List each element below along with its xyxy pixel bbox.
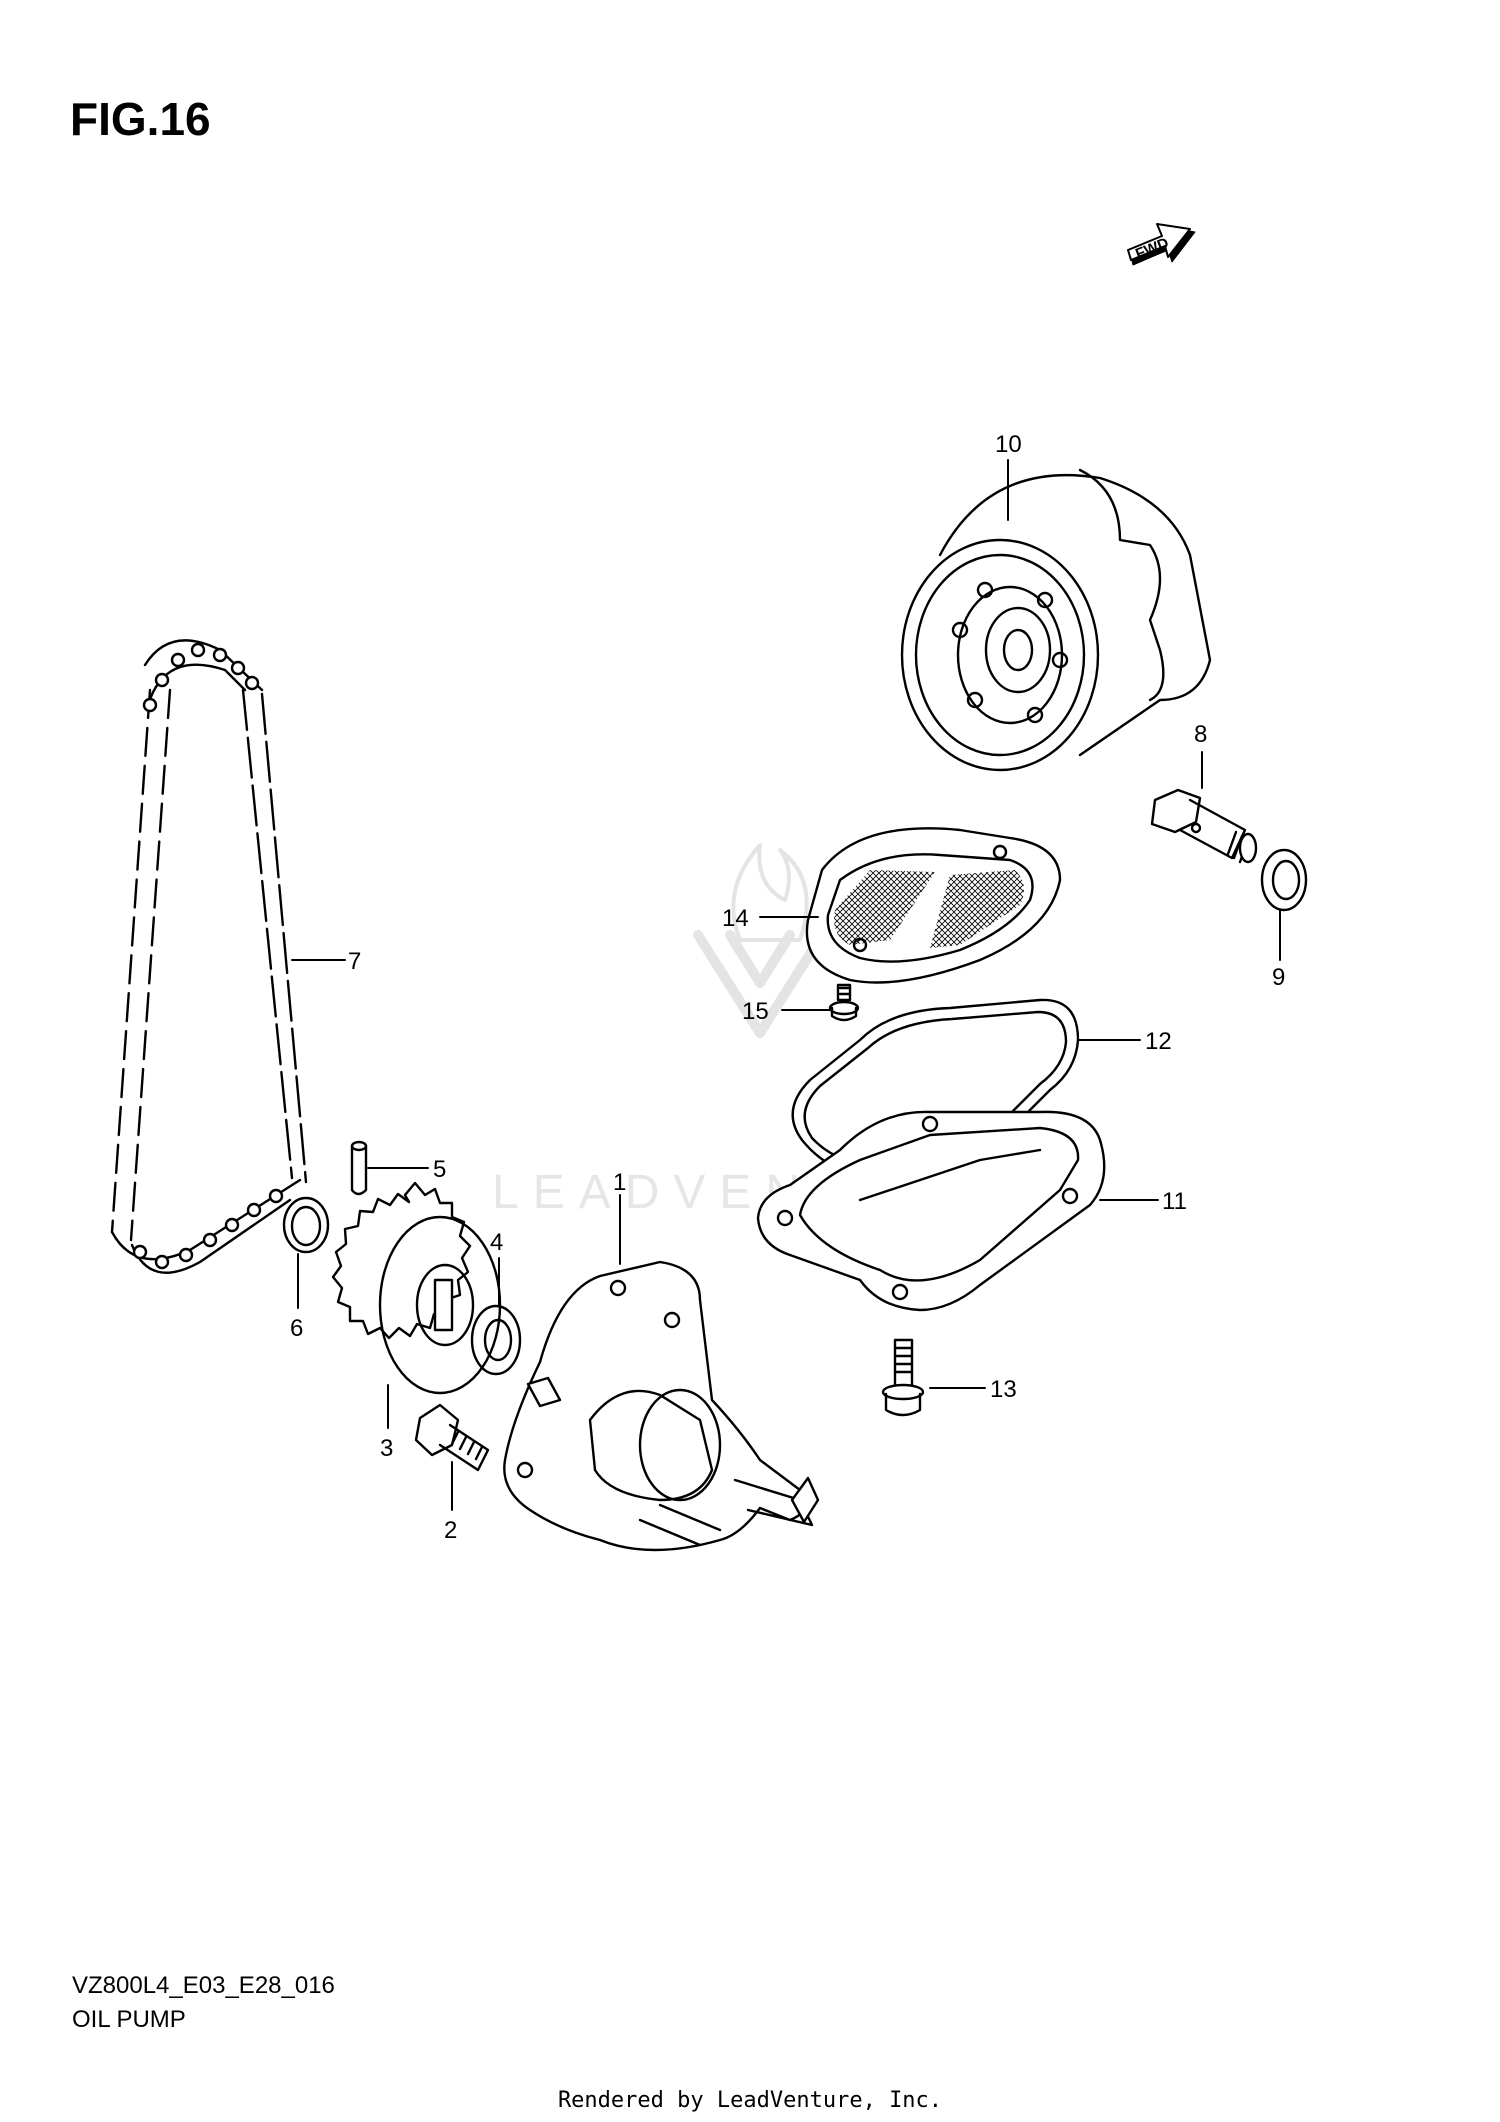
- callout-8: 8: [1194, 721, 1207, 748]
- callout-11: 11: [1162, 1188, 1187, 1215]
- callout-6: 6: [290, 1315, 303, 1342]
- callout-1: 1: [613, 1169, 626, 1196]
- washer-part: [470, 1304, 522, 1376]
- strainer-cover-part: [756, 1110, 1106, 1312]
- callout-15: 15: [742, 998, 769, 1025]
- chain-part: [110, 639, 308, 1274]
- oil-filter-part: [900, 468, 1212, 772]
- callout-2: 2: [444, 1517, 457, 1544]
- bolt-part: [414, 1403, 490, 1472]
- callout-10: 10: [995, 431, 1022, 458]
- callout-7: 7: [348, 948, 361, 975]
- diagram-code: VZ800L4_E03_E28_016: [72, 1972, 335, 1999]
- footer-credit: Rendered by LeadVenture, Inc.: [557, 2088, 943, 2113]
- svg-text:FWD: FWD: [1133, 234, 1171, 263]
- callout-5: 5: [433, 1156, 446, 1183]
- oil-strainer-part: [805, 827, 1062, 984]
- callout-4: 4: [490, 1229, 503, 1256]
- callout-12: 12: [1145, 1028, 1172, 1055]
- callout-3: 3: [380, 1435, 393, 1462]
- circlip-part: [282, 1196, 330, 1254]
- diagram-caption: OIL PUMP: [72, 2006, 186, 2033]
- bolt-part-13: [881, 1338, 925, 1417]
- o-ring-part: [1260, 848, 1308, 912]
- screw-part: [828, 983, 860, 1022]
- sprocket-part: [331, 1181, 502, 1395]
- callout-14: 14: [722, 905, 749, 932]
- pin-part: [350, 1140, 368, 1196]
- fwd-arrow-icon: FWD: [1127, 223, 1196, 266]
- callout-13: 13: [990, 1376, 1017, 1403]
- union-bolt-part: [1150, 788, 1258, 864]
- callout-9: 9: [1272, 964, 1285, 991]
- figure-title: FIG.16: [70, 93, 211, 145]
- oil-pump-part: [503, 1260, 820, 1552]
